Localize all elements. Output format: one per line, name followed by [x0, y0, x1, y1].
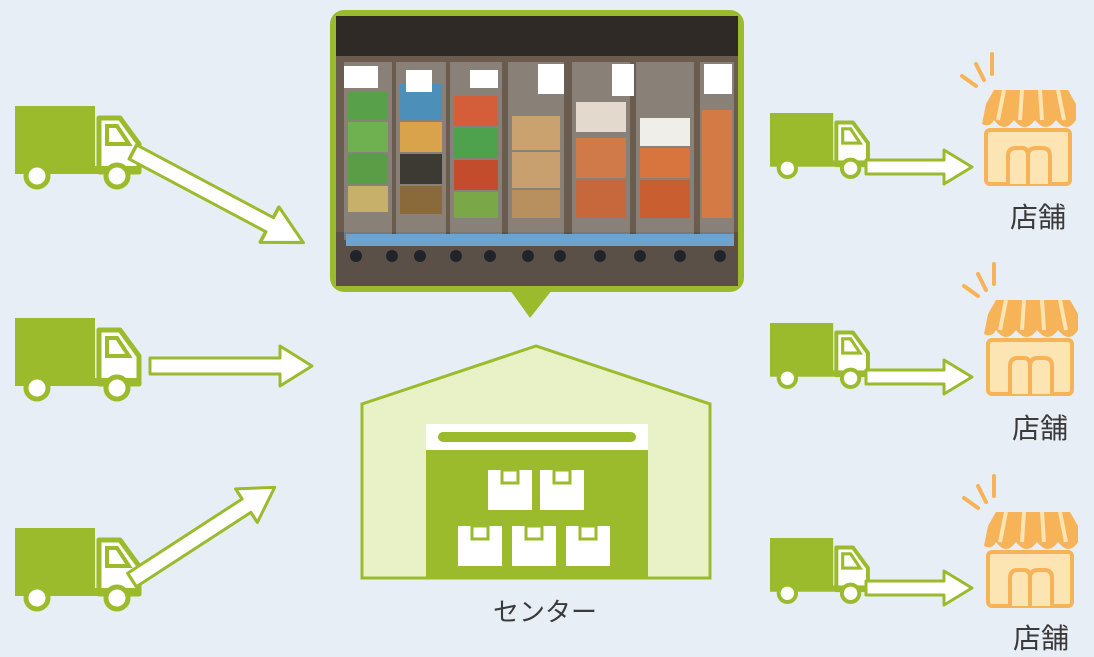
photo-callout: [330, 10, 744, 318]
store-icon: [962, 262, 1080, 396]
outbound-truck-1: [768, 111, 872, 179]
inbound-arrow-1: [121, 132, 315, 262]
center-label: センター: [492, 598, 598, 628]
warehouse-icon: [360, 344, 712, 580]
inbound-arrow-3: [119, 469, 288, 599]
store-icon: [962, 474, 1080, 608]
inbound-truck-2: [15, 318, 141, 399]
store-label: 店舗: [1009, 201, 1067, 234]
inbound-arrow-2: [148, 344, 314, 388]
outbound-truck-2: [768, 321, 872, 389]
store-icon: [960, 52, 1078, 186]
outbound-arrow-3: [864, 569, 974, 607]
outbound-arrow-2: [864, 358, 974, 396]
store-label: 店舗: [1011, 412, 1069, 445]
inbound-truck-3: [15, 528, 141, 609]
inbound-truck-1: [15, 106, 141, 187]
outbound-truck-3: [768, 536, 872, 604]
outbound-arrow-1: [864, 148, 974, 186]
store-label: 店舗: [1012, 622, 1070, 655]
photo-roll-cages: [336, 16, 738, 286]
